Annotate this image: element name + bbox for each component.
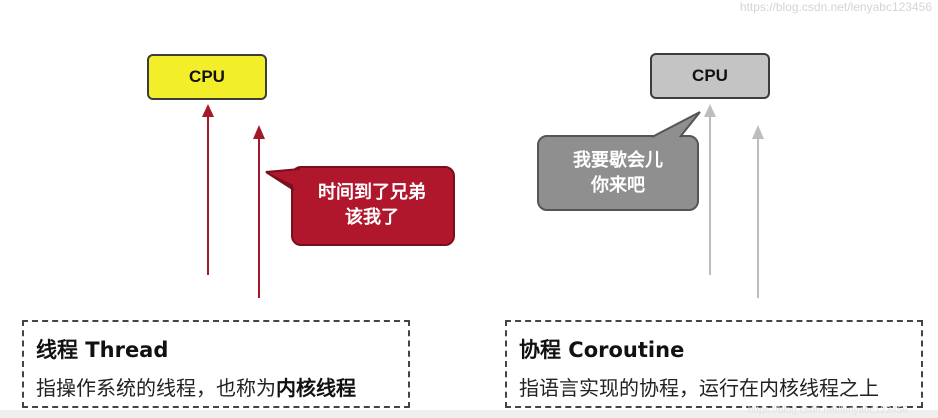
thread-description-text: 指操作系统的线程，也称为 (36, 376, 276, 400)
bubble-coroutine-line-2: 你来吧 (591, 175, 645, 196)
coroutine-description-box: 协程 Coroutine 指语言实现的协程，运行在内核线程之上 (505, 320, 923, 408)
cpu-box-coroutine: CPU (650, 53, 770, 99)
thread-description: 指操作系统的线程，也称为内核线程 (36, 372, 356, 401)
thread-title: 线程 Thread (36, 338, 169, 362)
cpu-box-thread: CPU (147, 54, 267, 100)
coroutine-description: 指语言实现的协程，运行在内核线程之上 (519, 376, 879, 400)
coroutine-arrow-1 (704, 104, 716, 275)
bubble-thread-line-2: 该我了 (345, 207, 399, 228)
bubble-thread-text: 时间到了兄弟 该我了 (292, 180, 452, 230)
thread-arrow-2 (253, 125, 265, 298)
thread-arrow-1 (202, 104, 214, 275)
coroutine-arrow-2 (752, 125, 764, 298)
coroutine-title: 协程 Coroutine (519, 338, 685, 362)
bubble-coroutine-line-1: 我要歇会儿 (573, 150, 663, 171)
bubble-thread-line-1: 时间到了兄弟 (318, 182, 426, 203)
speech-bubble-thread (265, 166, 455, 246)
bubble-coroutine-text: 我要歇会儿 你来吧 (538, 148, 698, 198)
thread-description-box: 线程 Thread 指操作系统的线程，也称为内核线程 (22, 320, 410, 408)
watermark-url-bottom: https://blog.csdn.net/lenyabc123456 (747, 405, 908, 416)
bottom-strip (0, 410, 938, 418)
speech-bubble-coroutine (537, 111, 701, 211)
watermark-url: https://blog.csdn.net/lenyabc123456 (739, 0, 932, 14)
thread-description-emphasis: 内核线程 (276, 376, 356, 400)
